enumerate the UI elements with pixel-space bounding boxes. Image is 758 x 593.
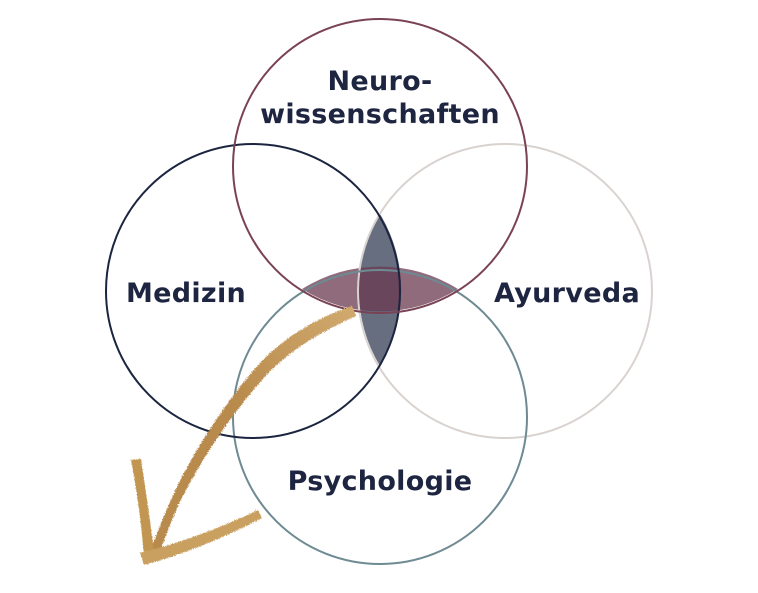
arrow-icon [131, 306, 356, 565]
label-neuro-line2: wissenschaften [260, 99, 500, 130]
horizontal-lens-highlight [302, 266, 458, 312]
neuro-circle [232, 18, 528, 314]
psychologie-circle [232, 269, 528, 565]
label-medizin: Medizin [126, 278, 246, 309]
label-neuro-line1: Neuro- [327, 66, 432, 97]
ayurveda-circle [357, 143, 653, 439]
medizin-circle [105, 143, 401, 439]
label-psychologie: Psychologie [288, 466, 473, 497]
label-ayurveda: Ayurveda [494, 278, 640, 309]
